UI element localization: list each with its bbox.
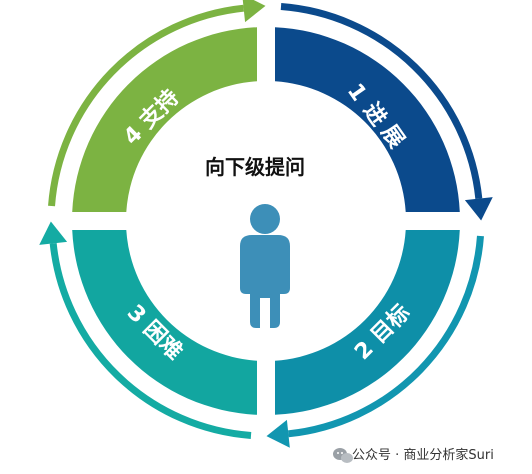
person-icon (240, 204, 290, 328)
arrow-bottom-left-head (39, 221, 68, 245)
arrow-bottom-right-head (266, 419, 290, 448)
arrow-top-right (280, 3, 483, 199)
segment-1 (275, 27, 460, 212)
segment-4 (72, 27, 257, 212)
segment-3 (72, 230, 257, 415)
arrow-top-left-head (242, 0, 266, 23)
arrow-top-right-head (464, 197, 493, 221)
arrow-top-left (48, 4, 244, 207)
cycle-arrows (39, 0, 493, 448)
watermark: 公众号 · 商业分析家Suri (333, 447, 494, 463)
segments-group (72, 27, 460, 415)
center-title: 向下级提问 (205, 155, 305, 179)
arrow-bottom-right (288, 235, 484, 438)
segment-2 (275, 230, 460, 415)
watermark-text: 公众号 · 商业分析家Suri (352, 447, 494, 463)
wechat-icon (333, 448, 353, 463)
arrow-bottom-left (49, 243, 252, 439)
